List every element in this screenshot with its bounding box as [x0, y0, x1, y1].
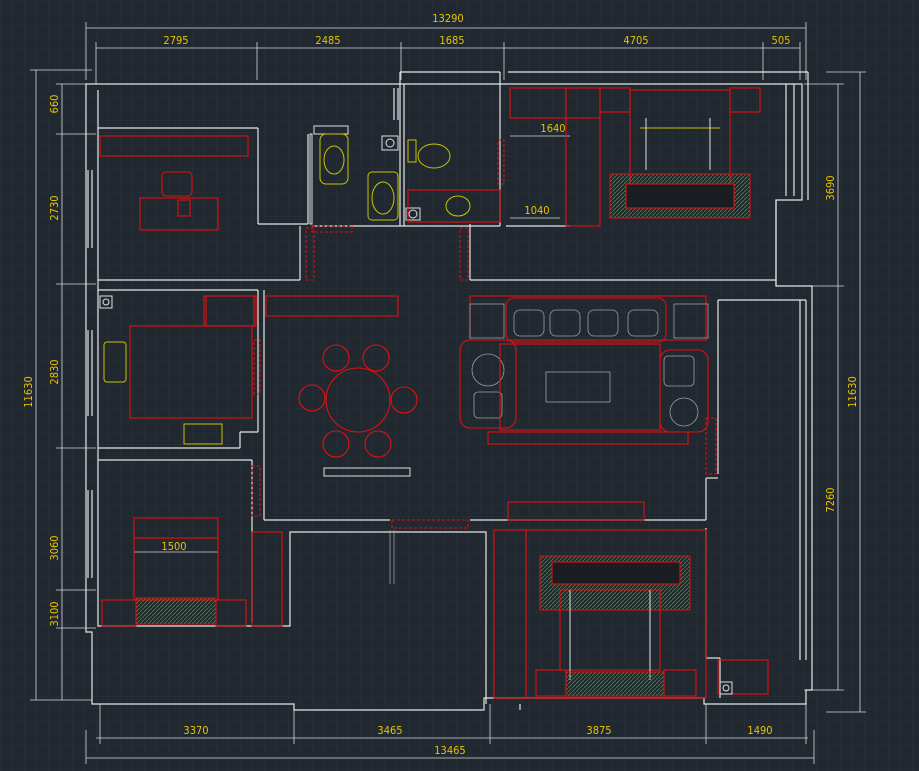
study-furniture [99, 135, 249, 231]
dim-right-segment: 7260 [824, 487, 837, 512]
dim-interior: 1500 [161, 540, 186, 553]
bathroom-fixtures [309, 125, 501, 225]
door-openings [251, 139, 717, 584]
dim-left-total: 11630 [22, 376, 35, 407]
dim-top-segment: 4705 [623, 34, 648, 47]
dim-top-segment: 505 [772, 34, 791, 47]
dim-right-segment: 3690 [824, 175, 837, 200]
dim-top-segment: 2485 [315, 34, 340, 47]
dim-bottom-segment: 3875 [586, 724, 611, 737]
dim-interior: 1040 [524, 204, 549, 217]
living-room-furniture [459, 295, 709, 445]
dim-left-segment: 2830 [48, 359, 61, 384]
dim-top-total: 13290 [432, 12, 463, 25]
master-bedroom-furniture [509, 87, 761, 227]
dimension-lines [30, 22, 866, 764]
dim-right-total: 11630 [846, 376, 859, 407]
dim-bottom-total: 13465 [434, 744, 465, 757]
dim-interior: 1640 [540, 122, 565, 135]
bottom-right-bedroom-furniture [493, 501, 769, 699]
bottom-bedroom-furniture [101, 517, 283, 627]
dining-area [203, 295, 418, 477]
dimension-labels: 13290 2795 2485 1685 4705 505 3370 3465 … [22, 12, 859, 757]
walls [85, 71, 813, 711]
dim-bottom-segment: 3465 [377, 724, 402, 737]
dim-top-segment: 2795 [163, 34, 188, 47]
dim-top-segment: 1685 [439, 34, 464, 47]
dim-bottom-segment: 3370 [183, 724, 208, 737]
dim-left-segment: 3100 [48, 601, 61, 626]
dim-left-segment: 660 [48, 95, 61, 114]
dim-bottom-segment: 1490 [747, 724, 772, 737]
dim-left-segment: 2730 [48, 195, 61, 220]
dim-left-segment: 3060 [48, 535, 61, 560]
